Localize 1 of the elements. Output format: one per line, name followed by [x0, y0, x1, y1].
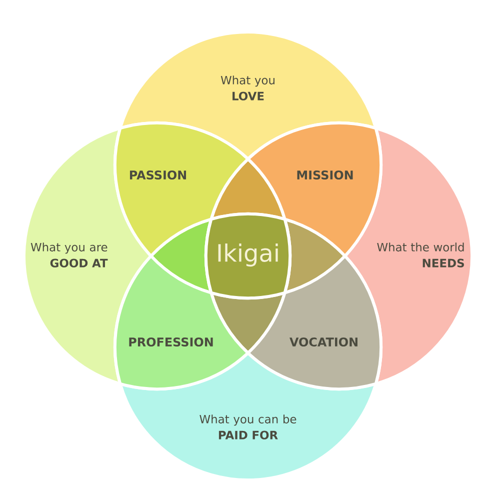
overlap-region: Ikigai [204, 212, 292, 300]
